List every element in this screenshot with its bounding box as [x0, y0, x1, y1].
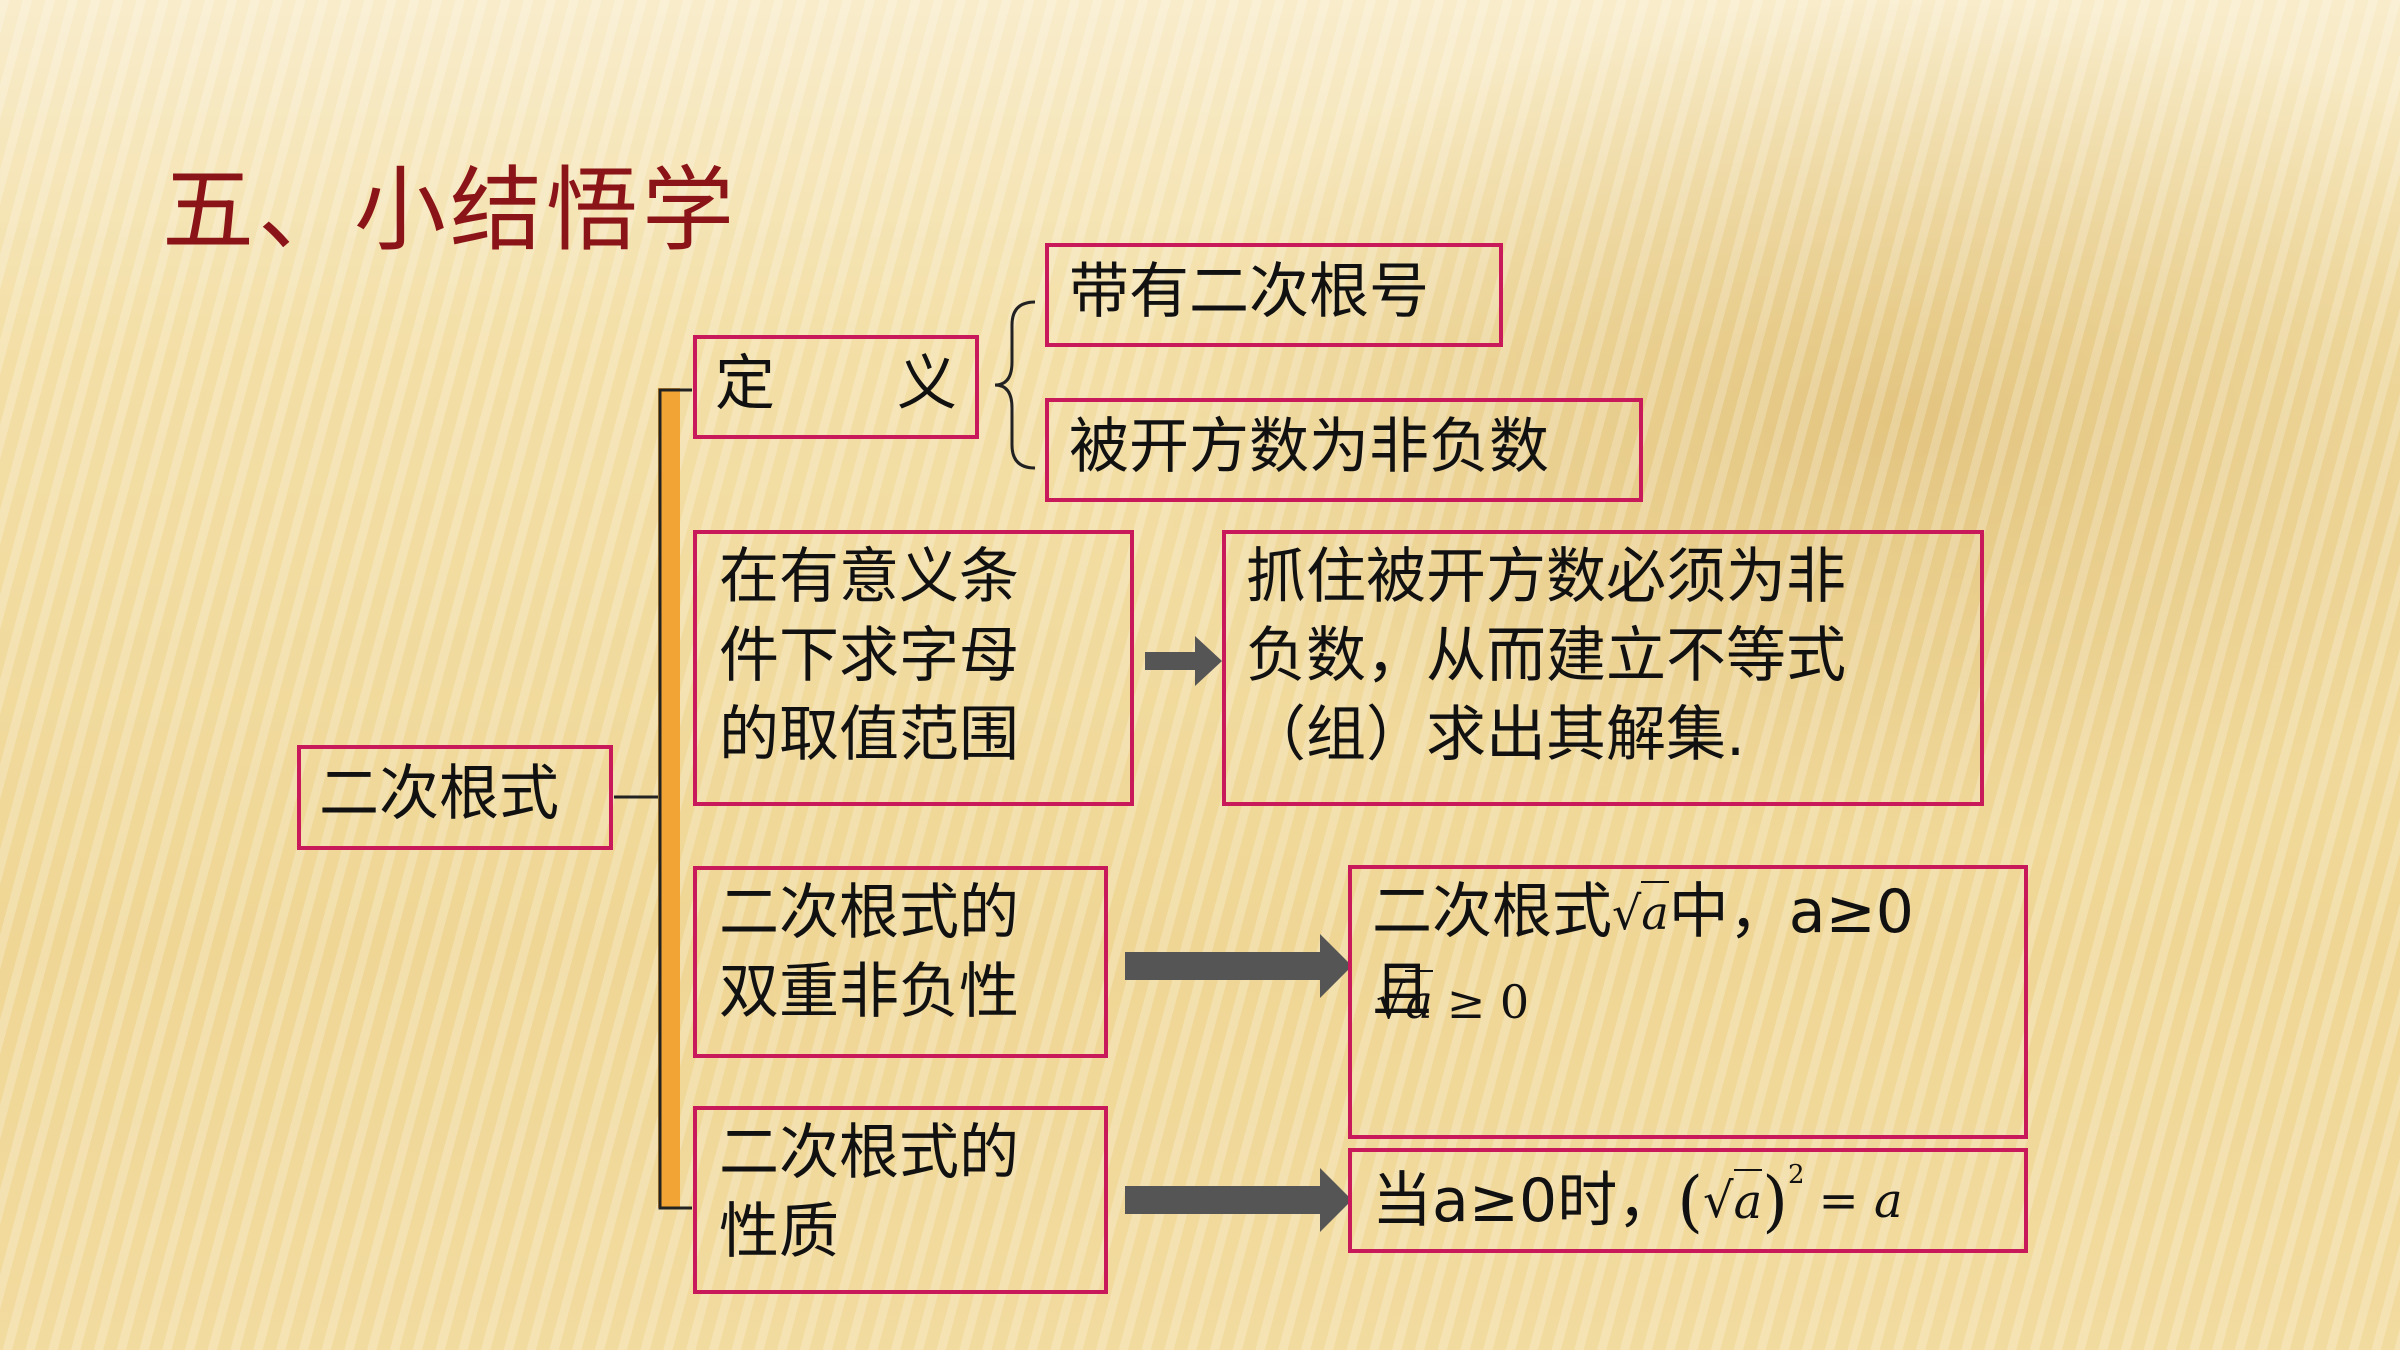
range-result-box: 抓住被开方数必须为非 负数，从而建立不等式 （组）求出其解集.	[1222, 530, 1984, 806]
property-result-box: 当a≥0时， (√a)2= a	[1348, 1148, 2028, 1253]
definition-item-1: 带有二次根号	[1045, 243, 1503, 347]
arrow-property	[1125, 1168, 1352, 1232]
definition-label: 定 义	[715, 349, 957, 419]
range-box: 在有意义条 件下求字母 的取值范围	[693, 530, 1134, 806]
slide-title: 五、小结悟学	[162, 157, 739, 264]
sqrt-a-formula: √a	[1612, 881, 1669, 944]
nonneg-box: 二次根式的 双重非负性	[693, 866, 1108, 1058]
main-brace-bar	[658, 388, 680, 1208]
arrow-range	[1145, 636, 1222, 686]
arrow-nonneg	[1125, 934, 1352, 998]
root-label: 二次根式	[319, 759, 559, 829]
nonneg-result-box: 二次根式 √a 中，a≥0 且 √a≥ 0	[1348, 865, 2028, 1139]
definition-brace	[994, 300, 1036, 470]
property-box: 二次根式的 性质	[693, 1106, 1108, 1294]
definition-box: 定 义	[693, 335, 979, 439]
sqrt-a-nonneg-formula: √a≥ 0	[1376, 970, 1529, 1033]
square-of-sqrt-formula: (√a)2= a	[1677, 1160, 1903, 1240]
main-brace-outline	[658, 388, 692, 1210]
root-box: 二次根式	[297, 745, 613, 850]
definition-item-2: 被开方数为非负数	[1045, 398, 1643, 502]
